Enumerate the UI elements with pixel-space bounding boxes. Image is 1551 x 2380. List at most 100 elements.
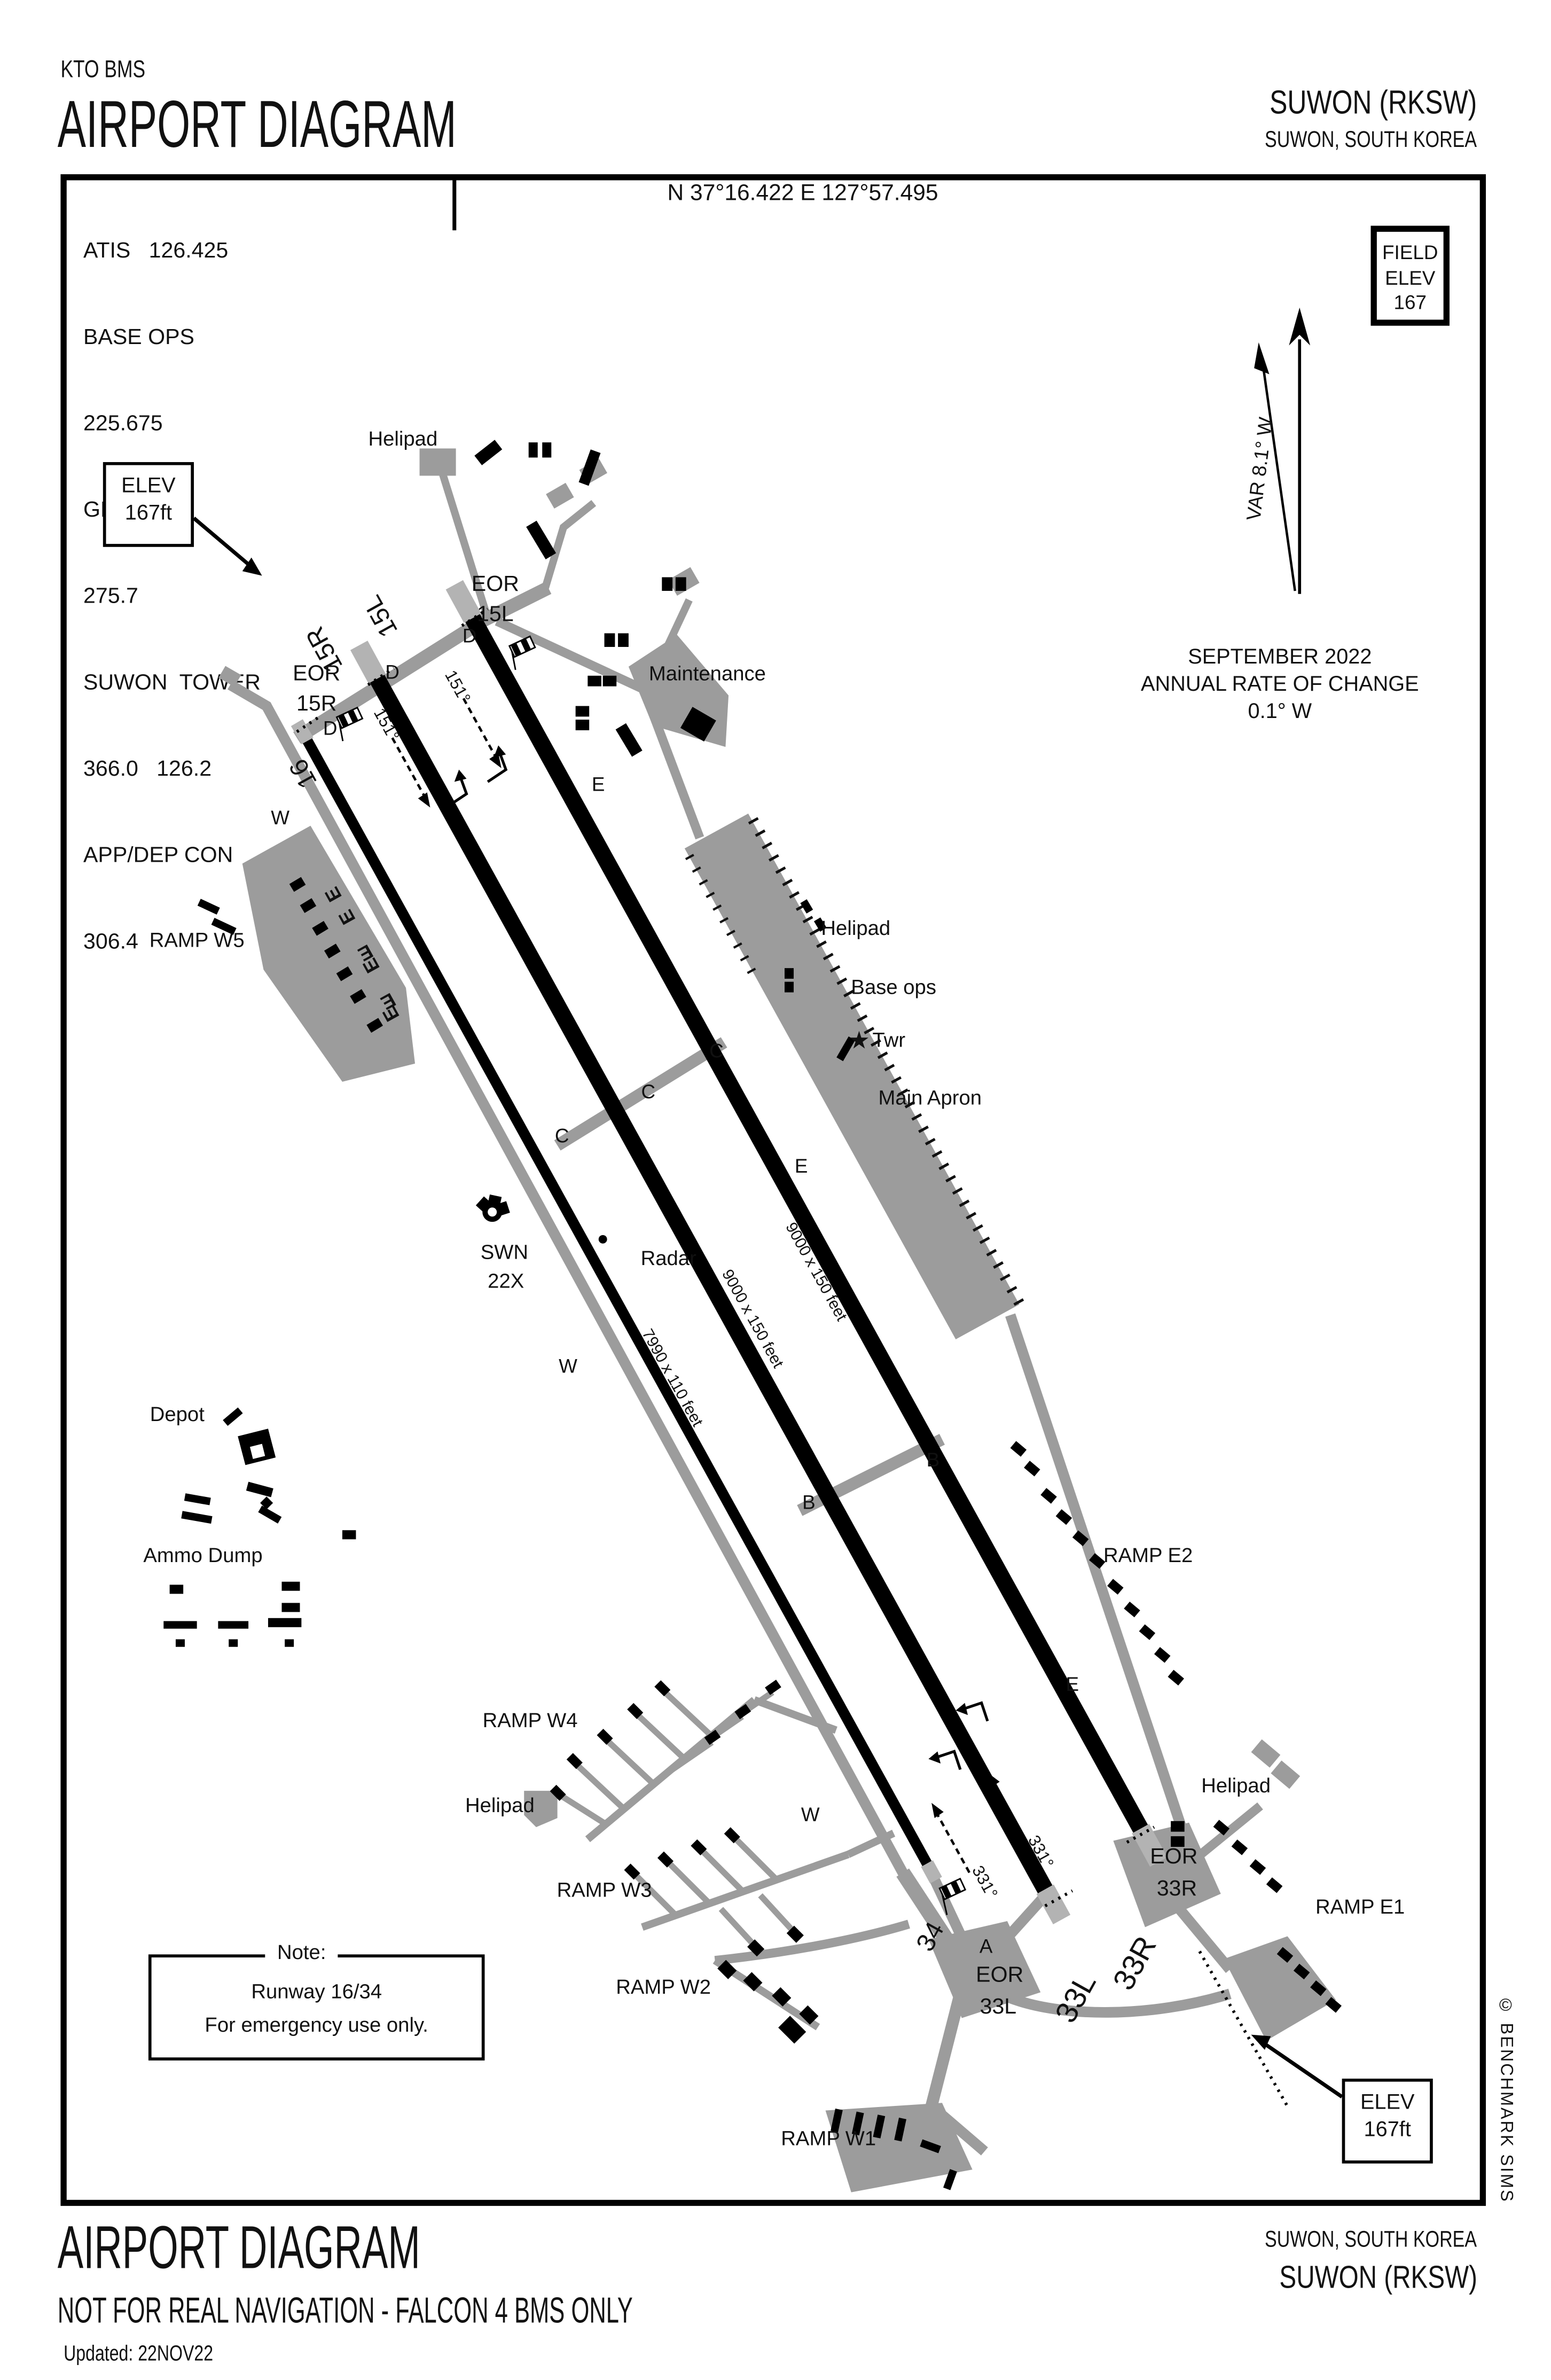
- ramp-w3-label: RAMP W3: [557, 1879, 652, 1902]
- chart-product-text: KTO BMS: [60, 57, 146, 83]
- twy-e: E: [1066, 1673, 1079, 1695]
- page-title: AIRPORT DIAGRAM: [58, 88, 681, 163]
- base-ops-label: Base ops: [851, 976, 936, 998]
- twy-a: A: [980, 1936, 993, 1957]
- twy-c: C: [641, 1081, 655, 1103]
- header-airport-location: SUWON, SOUTH KOREA: [1264, 127, 1477, 153]
- helipad-nw-pad: [419, 448, 456, 476]
- helipad-label-e: Helipad: [1201, 1774, 1271, 1797]
- eor-33l-label: EOR: [976, 1962, 1023, 1986]
- twy-c: C: [709, 1040, 724, 1062]
- runways: [303, 614, 1148, 1893]
- buildings: [163, 440, 1342, 2190]
- header-airport-name: SUWON (RKSW): [1269, 83, 1477, 121]
- hdg-151: 151°: [441, 667, 474, 706]
- twy-b: B: [927, 1449, 940, 1471]
- comm-line: 225.675: [83, 412, 163, 436]
- comm-frequencies: ATIS 126.425 BASE OPS 225.675 GRD CON 27…: [83, 180, 261, 1015]
- footer-updated: Updated: 22NOV22: [64, 2342, 214, 2367]
- eor-33l-rwy: 33L: [980, 1994, 1017, 2018]
- twy-c: C: [555, 1125, 569, 1146]
- comm-line: BASE OPS: [83, 325, 194, 350]
- rwy-num-33l: 33L: [1049, 1968, 1103, 2028]
- footer-airport-name: SUWON (RKSW): [1279, 2260, 1477, 2296]
- navaid-id: SWN: [481, 1241, 528, 1264]
- eor-33r-label: EOR: [1150, 1844, 1197, 1868]
- footer-airport-location: SUWON, SOUTH KOREA: [1264, 2227, 1477, 2253]
- chart-product: KTO BMS: [60, 58, 169, 85]
- twy-e: E: [592, 773, 605, 795]
- taxi-hook-arrow: [448, 752, 989, 1770]
- helipad-label-mid: Helipad: [821, 917, 890, 940]
- chart-frame: [60, 174, 1486, 2206]
- runway-overruns: [291, 580, 1168, 1925]
- elev-arrowhead: [1251, 2034, 1271, 2050]
- helipad-label-w: Helipad: [465, 1794, 535, 1817]
- tower-label: Twr: [873, 1029, 906, 1052]
- twy-e: E: [795, 1155, 808, 1177]
- eor-33r-rwy: 33R: [1157, 1876, 1197, 1900]
- maintenance-label: Maintenance: [649, 662, 766, 685]
- eor-15r-label: EOR: [293, 660, 340, 685]
- comm-line: SUWON TOWER: [83, 671, 261, 696]
- helipad-label-nw: Helipad: [368, 427, 437, 450]
- eor-15r-rwy: 15R: [296, 691, 336, 715]
- ramp-w1-apron: [825, 2103, 973, 2192]
- twy-d: D: [385, 661, 400, 683]
- rwy-num-15l: 15L: [357, 590, 403, 642]
- twy-b: B: [802, 1492, 816, 1513]
- ramp-e1-apron: [1224, 1936, 1336, 2041]
- windsock-icon: [335, 706, 364, 742]
- elevation-marker-15r: ELEV 167ft: [103, 462, 194, 547]
- hdg-331: 331°: [968, 1862, 1001, 1901]
- comm-line: ATIS 126.425: [83, 239, 229, 264]
- eor-15l-label: EOR: [472, 571, 519, 596]
- runway-15r-33l: [370, 674, 1053, 1893]
- radar-label: Radar: [641, 1247, 696, 1270]
- twy-d: D: [463, 625, 477, 646]
- eor-15l-rwy: 15L: [477, 602, 514, 626]
- eor-33r-pad: [1113, 1822, 1221, 1928]
- ramp-e1-label: RAMP E1: [1315, 1895, 1405, 1918]
- ramp-w1-label: RAMP W1: [781, 2127, 876, 2150]
- comm-line: 306.4: [83, 930, 138, 955]
- eor-33l-pad: [928, 1921, 1041, 2018]
- helipad-w4-pad: [524, 1791, 558, 1828]
- ramp-e2-label: RAMP E2: [1103, 1544, 1193, 1567]
- radar-dot-icon: [598, 1235, 607, 1244]
- windsock-icon: [508, 635, 536, 670]
- comm-line: APP/DEP CON: [83, 844, 233, 868]
- windsock-icon: [938, 1877, 967, 1915]
- main-apron-surface: [684, 813, 1020, 1339]
- runway-16-34: [303, 738, 932, 1866]
- twy-w: W: [559, 1355, 577, 1377]
- navaid-channel: 22X: [488, 1270, 524, 1293]
- footer-title: AIRPORT DIAGRAM: [57, 2215, 420, 2282]
- ramp-w2-label: RAMP W2: [616, 1976, 711, 1999]
- footer-disclaimer: NOT FOR REAL NAVIGATION - FALCON 4 BMS O…: [57, 2290, 633, 2332]
- arrows: [192, 307, 1343, 2098]
- elev-arrowhead: [242, 557, 262, 576]
- ramp-w4-label: RAMP W4: [483, 1709, 578, 1732]
- ammo-dump-label: Ammo Dump: [143, 1544, 262, 1567]
- twy-d: D: [323, 717, 338, 739]
- tacan-icon: [475, 1194, 510, 1222]
- page-title-text: AIRPORT DIAGRAM: [57, 88, 457, 162]
- comm-line: 366.0 126.2: [83, 757, 212, 782]
- twy-w: W: [801, 1804, 820, 1825]
- taxiway-network: [228, 471, 1263, 2156]
- magnetic-variation-note: SEPTEMBER 2022 ANNUAL RATE OF CHANGE 0.1…: [1141, 644, 1419, 723]
- maintenance-apron: [628, 635, 729, 747]
- comm-line: 275.7: [83, 584, 138, 610]
- elevation-marker-33r: ELEV 167ft: [1342, 2078, 1433, 2164]
- magnetic-north-arrowhead: [1289, 307, 1311, 346]
- note-title: Note:: [265, 1940, 339, 1964]
- depot-label: Depot: [150, 1403, 205, 1426]
- true-north-arrowhead: [1254, 342, 1270, 374]
- main-apron-label: Main Apron: [878, 1086, 982, 1109]
- ramp-w5-label: RAMP W5: [150, 928, 245, 951]
- magvar-label: VAR 8.1° W: [1242, 416, 1276, 521]
